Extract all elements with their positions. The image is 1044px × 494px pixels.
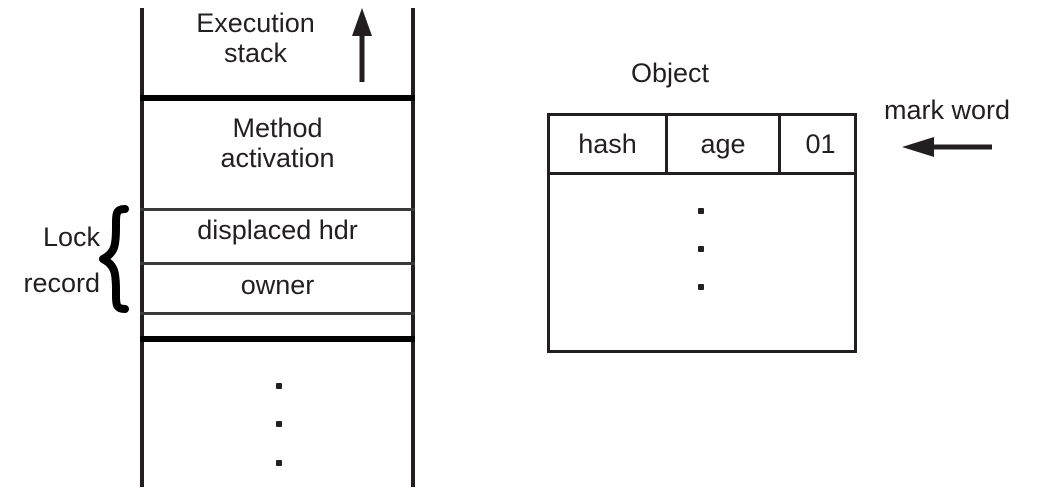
left-arrow-icon — [900, 136, 992, 158]
stack-row-displaced-header: displaced hdr — [197, 215, 358, 245]
mark-word-field-age: age — [665, 116, 778, 172]
stack-divider-top-of-method — [140, 95, 415, 101]
stack-continuation-dot — [276, 383, 282, 389]
object-title: Object — [630, 58, 710, 88]
object-mark-word-row: hash age 01 — [547, 113, 857, 175]
object-continuation-dot — [698, 246, 704, 252]
mark-word-field-hash: hash — [578, 128, 637, 159]
execution-stack-label: Execution stack — [196, 8, 315, 69]
stack-divider-above-owner — [140, 262, 415, 265]
object-continuation-dot — [698, 208, 704, 214]
stack-divider-above-displaced-hdr — [140, 208, 415, 211]
curly-brace-icon — [98, 205, 130, 313]
up-arrow-icon — [348, 6, 376, 82]
mark-word-field-tag-bits: 01 — [778, 116, 860, 172]
stack-continuation-dot — [276, 460, 282, 466]
lock-record-label-line1: Lock — [42, 222, 100, 252]
stack-divider-bottom-frame — [140, 336, 415, 342]
lock-record-label-line2: record — [23, 268, 100, 298]
mark-word-annotation-label: mark word — [884, 95, 1011, 125]
stack-row-owner: owner — [240, 270, 315, 300]
stack-right-rail — [411, 8, 415, 487]
object-continuation-dot — [698, 284, 704, 290]
stack-divider-below-owner — [140, 312, 415, 315]
object-body — [547, 175, 857, 353]
stack-left-rail — [140, 8, 144, 487]
stack-row-method-activation: Method activation — [220, 113, 335, 174]
stack-continuation-dot — [276, 421, 282, 427]
